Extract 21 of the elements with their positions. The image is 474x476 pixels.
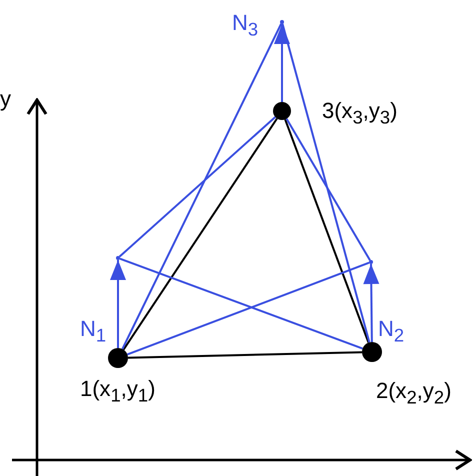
vertex-label: 3(x$_{3}$,y$_{3}$) [322, 100, 398, 127]
line [121, 23, 282, 350]
axis-label: y [0, 88, 11, 110]
vertex-label: 2(x$_{2}$,y$_{2}$) [376, 380, 452, 407]
line [128, 351, 362, 359]
arrow [274, 24, 290, 102]
arrow [110, 260, 126, 348]
vertex-dot [273, 102, 291, 120]
vertex-label: 1(x$_{1}$,y$_{1}$) [80, 378, 156, 405]
line [122, 118, 278, 350]
edge-label: N$_{3}$ [232, 12, 258, 39]
arrow-tip-point [116, 256, 120, 260]
line [286, 118, 371, 261]
arrow [363, 264, 380, 342]
vertex-dot [362, 342, 382, 362]
arrow-tip-point [280, 20, 284, 24]
line [118, 116, 276, 258]
line [284, 119, 370, 343]
arrow-tip-point [369, 260, 373, 264]
line [282, 24, 370, 343]
vertex-dot [108, 348, 128, 368]
